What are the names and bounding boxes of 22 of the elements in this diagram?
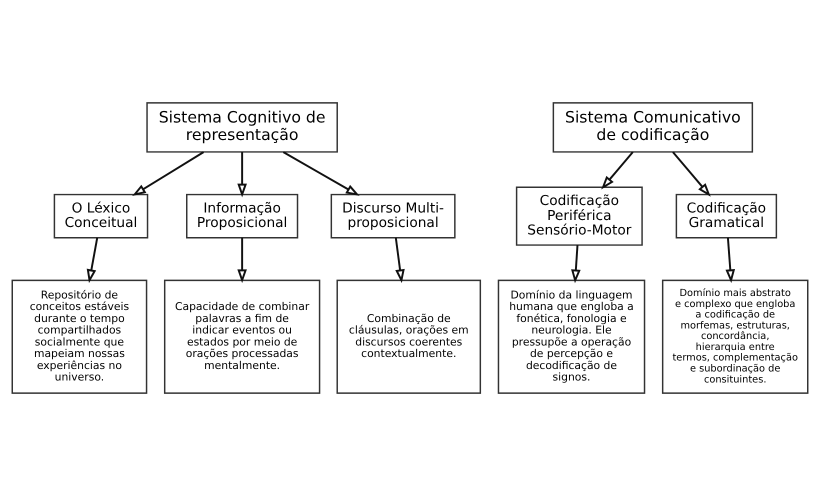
arrow: [237, 237, 247, 283]
node-box: Domínio mais abstrato e complexo que engloba a codificação de morfemas, estruturas, concordância, hierarquia entre termos, complementação e subordinação de consituintes.: [662, 279, 808, 394]
arrow: [601, 150, 634, 189]
arrow: [725, 237, 736, 283]
node-box: Domínio da linguagem humana que engloba a fonética, fonologia e neurologia. Ele pressupõe a operação de percepção e decodificação de signos.: [498, 279, 646, 394]
node-box: Combinação de cláusulas, orações em discursos coerentes contextualmente.: [336, 279, 482, 394]
node-box: O Léxico Conceitual: [54, 193, 148, 238]
node-box: Codificação Periférica Sensório-Motor: [516, 186, 643, 246]
arrow: [394, 237, 405, 283]
node-box: Codificação Gramatical: [676, 193, 778, 238]
node-box: Capacidade de combinar palavras a fim de indicar eventos ou estados por meio de orações processadas mentalmente.: [164, 279, 320, 394]
arrow: [282, 150, 360, 196]
node-box: Repositório de conceitos estáveis durante o tempo compartilhados socialmente que mapeiam nossas experiências no universo.: [12, 279, 148, 394]
arrow: [132, 150, 204, 196]
node-box: Sistema Cognitivo de representação: [146, 102, 338, 152]
arrow: [672, 150, 711, 196]
node-box: Informação Proposicional: [186, 193, 298, 238]
arrow: [237, 152, 247, 197]
node-box: Sistema Comunicativo de codificação: [552, 102, 754, 152]
node-box: Discurso Multi-proposicional: [330, 193, 456, 238]
arrow: [571, 244, 581, 283]
arrow: [86, 237, 98, 283]
